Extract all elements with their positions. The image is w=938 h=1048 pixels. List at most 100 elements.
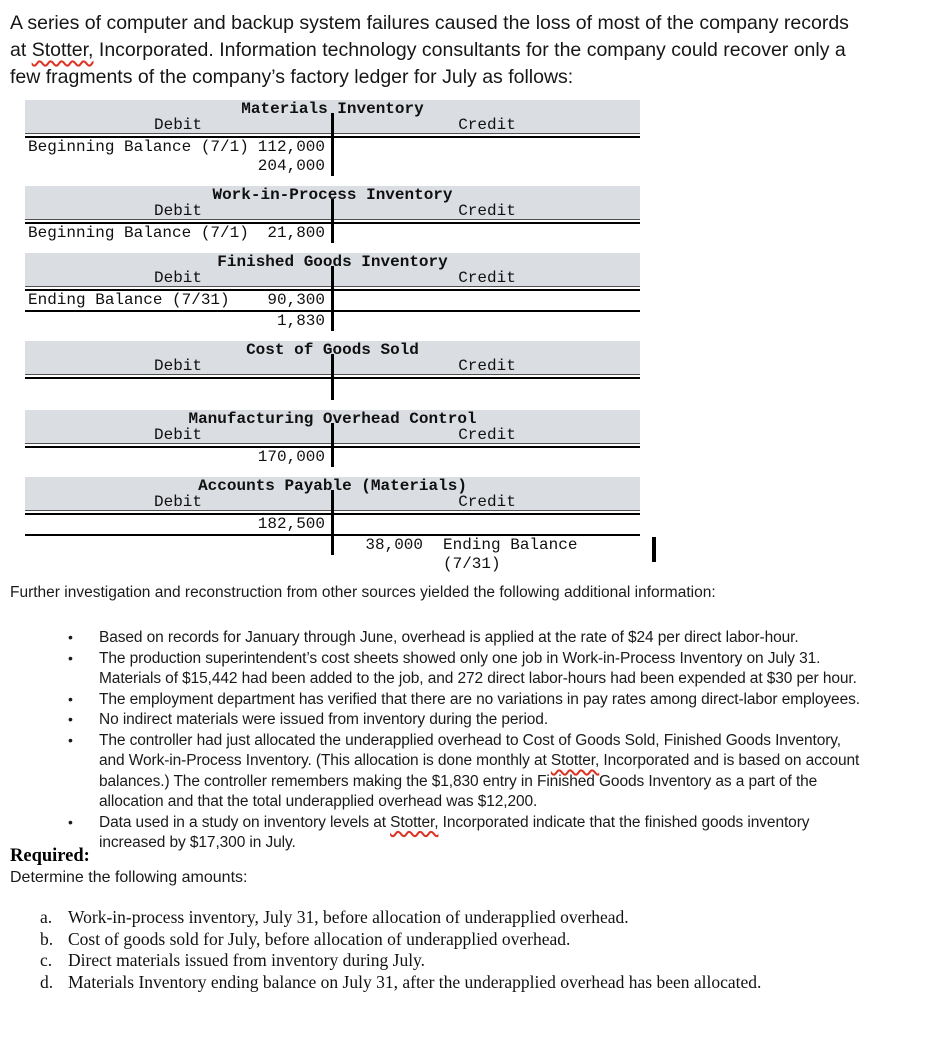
bullet-item: • Based on records for January through Ju…: [0, 628, 860, 649]
account-title: Finished Goods Inventory: [217, 253, 448, 271]
entry-label: Beginning Balance (7/1): [28, 138, 249, 156]
t-account-accounts-payable-materials: Accounts Payable (Materials)Debit Credit 1…: [25, 477, 640, 573]
bullet-text: The production superintendent’s cost she…: [99, 649, 860, 690]
text-run: A series of computer and backup system f…: [10, 12, 849, 34]
debit-amount: 90,300: [267, 291, 325, 309]
bullet-item: • Data used in a study on inventory level…: [0, 813, 860, 854]
item-text: Cost of goods sold for July, before allo…: [68, 928, 571, 949]
credit-column-label: Credit: [458, 426, 516, 444]
debit-column-label: Debit: [153, 202, 202, 220]
t-divider-line: [331, 354, 334, 400]
account-column-labels: Debit Credit: [25, 358, 640, 374]
credit-amount: 38,000: [365, 536, 423, 554]
bullet-list: • Based on records for January through Ju…: [0, 628, 860, 854]
t-divider-line: [331, 113, 334, 176]
debit-amount: 204,000: [257, 157, 325, 175]
text-run: Incorporated and is based on account: [599, 752, 860, 769]
bullet-line: balances.) The controller remembers maki…: [99, 772, 860, 793]
text-run: Incorporated. Information technology con…: [93, 39, 846, 61]
entry-label: Ending Balance (7/31): [443, 536, 578, 573]
debit-amount: 112,000: [257, 138, 325, 156]
t-divider-line: [331, 266, 334, 331]
account-column-labels: Debit Credit: [25, 203, 640, 219]
debit-amount: 182,500: [257, 515, 325, 533]
credit-column-label: Credit: [458, 357, 516, 375]
bullet-text: Data used in a study on inventory levels…: [99, 813, 860, 854]
account-title: Cost of Goods Sold: [246, 341, 419, 359]
text-cursor: [652, 537, 656, 562]
entry-label: Ending Balance (7/31): [28, 291, 230, 309]
ledger-row: 204,000: [25, 157, 640, 176]
bullet-icon: •: [68, 629, 73, 645]
required-intro: Determine the following amounts:: [10, 869, 248, 886]
item-marker: c.: [40, 950, 53, 970]
text-run: allocation and that the total underappli…: [99, 793, 538, 810]
text-run: The employment department has verified t…: [99, 690, 860, 708]
account-column-labels: Debit Credit: [25, 270, 640, 286]
entry-label: Beginning Balance (7/1): [28, 224, 249, 242]
ledger-row: 38,000 Ending Balance (7/31): [25, 536, 640, 573]
t-divider-line: [331, 490, 334, 555]
account-column-labels: Debit Credit: [25, 494, 640, 510]
misspelled-word: Stotter,: [390, 813, 439, 831]
required-item: d.Materials Inventory ending balance on …: [40, 972, 761, 994]
item-marker: d.: [40, 971, 54, 992]
bullet-icon: •: [68, 649, 73, 666]
misspelled-word: Stotter,: [31, 39, 94, 61]
ledger-row: 170,000: [25, 448, 640, 467]
ledger-row: Ending Balance (7/31) 90,300: [25, 291, 640, 310]
credit-column-label: Credit: [458, 493, 516, 511]
bullet-icon: •: [68, 711, 73, 727]
intro-line: few fragments of the company’s factory l…: [10, 64, 849, 91]
text-run: The controller had just allocated the un…: [99, 731, 841, 749]
credit-column-label: Credit: [458, 269, 516, 287]
debit-column-label: Debit: [153, 269, 202, 287]
credit-column-label: Credit: [458, 116, 516, 134]
bullet-text: No indirect materials were issued from i…: [99, 710, 860, 731]
bullet-line: The controller had just allocated the un…: [99, 731, 860, 752]
account-title: Materials Inventory: [241, 100, 424, 118]
account-column-labels: Debit Credit: [25, 427, 640, 443]
t-divider-line: [331, 199, 334, 243]
account-title: Manufacturing Overhead Control: [188, 410, 477, 428]
ledger-row: 182,500: [25, 515, 640, 534]
bullet-icon: •: [68, 690, 73, 707]
account-title: Work-in-Process Inventory: [212, 186, 453, 204]
bullet-icon: •: [68, 731, 73, 748]
required-items-list: a.Work-in-process inventory, July 31, be…: [40, 907, 761, 993]
account-title: Accounts Payable (Materials): [198, 477, 467, 495]
bullet-item: • No indirect materials were issued from …: [0, 710, 860, 731]
credit-column-label: Credit: [458, 202, 516, 220]
further-info-paragraph: Further investigation and reconstruction…: [10, 584, 716, 601]
bullet-line: Based on records for January through Jun…: [99, 628, 860, 649]
text-run: The production superintendent’s cost she…: [99, 649, 821, 667]
bullet-line: Data used in a study on inventory levels…: [99, 813, 860, 834]
bullet-text: Based on records for January through Jun…: [99, 628, 860, 649]
required-item: a.Work-in-process inventory, July 31, be…: [40, 907, 761, 929]
bullet-line: No indirect materials were issued from i…: [99, 710, 860, 731]
bullet-text: The employment department has verified t…: [99, 690, 860, 711]
required-item: b.Cost of goods sold for July, before al…: [40, 929, 761, 951]
item-text: Direct materials issued from inventory d…: [68, 950, 426, 970]
bullet-icon: •: [68, 813, 73, 830]
debit-amount: 21,800: [267, 224, 325, 242]
item-text: Work-in-process inventory, July 31, befo…: [68, 907, 629, 927]
debit-column-label: Debit: [153, 357, 202, 375]
bullet-line: allocation and that the total underappli…: [99, 792, 860, 813]
bullet-line: increased by $17,300 in July.: [99, 833, 860, 854]
debit-column-label: Debit: [153, 426, 202, 444]
bullet-text: The controller had just allocated the un…: [99, 731, 860, 813]
text-run: Based on records for January through Jun…: [99, 629, 799, 646]
debit-column-label: Debit: [153, 493, 202, 511]
text-run: No indirect materials were issued from i…: [99, 711, 549, 728]
t-divider-line: [331, 423, 334, 467]
bullet-item: • The production superintendent’s cost sh…: [0, 649, 860, 690]
required-item: c. Direct materials issued from inventory…: [40, 950, 761, 972]
text-run: Data used in a study on inventory levels…: [99, 813, 391, 831]
